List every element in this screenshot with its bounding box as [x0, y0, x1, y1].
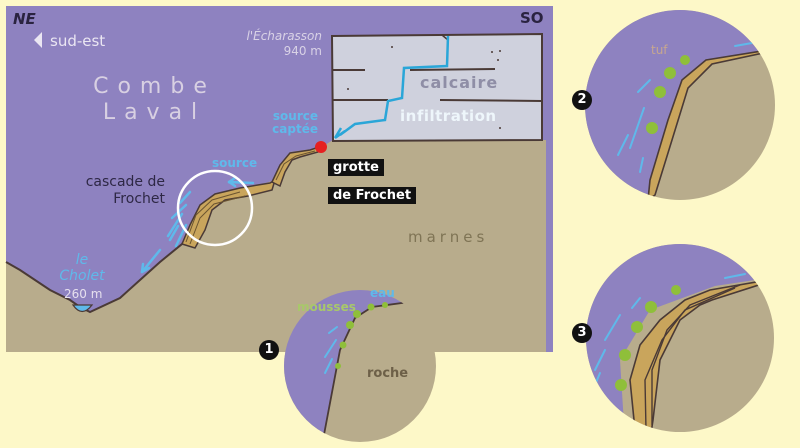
marl-label: marnes	[408, 228, 489, 246]
inset-2	[585, 10, 775, 200]
captured-spring-line-2: captée	[272, 122, 318, 136]
valley-name-line-1: Combe	[93, 74, 216, 99]
peak-altitude: 940 m	[283, 44, 322, 58]
water-label: eau	[370, 286, 395, 300]
inset-badge-3: 3	[572, 323, 592, 343]
limestone-block	[330, 32, 543, 143]
cave-label-line-1: grotte	[328, 159, 384, 176]
peak-label: l'Écharasson 940 m	[210, 29, 322, 59]
tufa-label: tuf	[651, 43, 668, 57]
inset-badge-2: 2	[572, 90, 592, 110]
compass-ne: NE	[13, 10, 36, 28]
inset-1	[284, 290, 436, 442]
infiltration-label: infiltration	[400, 107, 497, 125]
river-name-line-1: le	[75, 252, 89, 268]
terrain-outline	[5, 224, 197, 314]
river-pool	[71, 304, 94, 313]
limestone-label: calcaire	[420, 73, 499, 92]
waterfall-label: cascade de Frochet	[70, 174, 165, 208]
river-label: le Cholet	[52, 252, 112, 284]
cave-label-line-2: de Frochet	[328, 187, 417, 204]
infiltration-path	[339, 35, 450, 137]
left-triangle-icon	[34, 32, 42, 48]
rock-label: roche	[367, 366, 409, 381]
source-label: source	[212, 156, 258, 170]
captured-spring-dot	[315, 141, 327, 153]
captured-spring-line-1: source	[272, 109, 318, 123]
valley-name: Combe Laval	[92, 74, 217, 126]
river-altitude: 260 m	[64, 287, 103, 301]
inset-3	[586, 244, 774, 432]
waterfall-line-2: Frochet	[113, 191, 165, 207]
compass-so: SO	[520, 9, 544, 27]
panel-border	[546, 6, 553, 352]
waterfall-line-1: cascade de	[85, 174, 165, 190]
moss-label: mousses	[297, 300, 356, 314]
direction-label: sud-est	[50, 32, 106, 50]
inset-badge-1: 1	[259, 340, 279, 360]
river-name-line-2: Cholet	[59, 268, 105, 284]
peak-name: l'Écharasson	[246, 29, 322, 43]
captured-spring-label: source captée	[260, 110, 318, 136]
valley-name-line-2: Laval	[102, 100, 207, 125]
zoom-highlight-circle	[176, 169, 254, 247]
